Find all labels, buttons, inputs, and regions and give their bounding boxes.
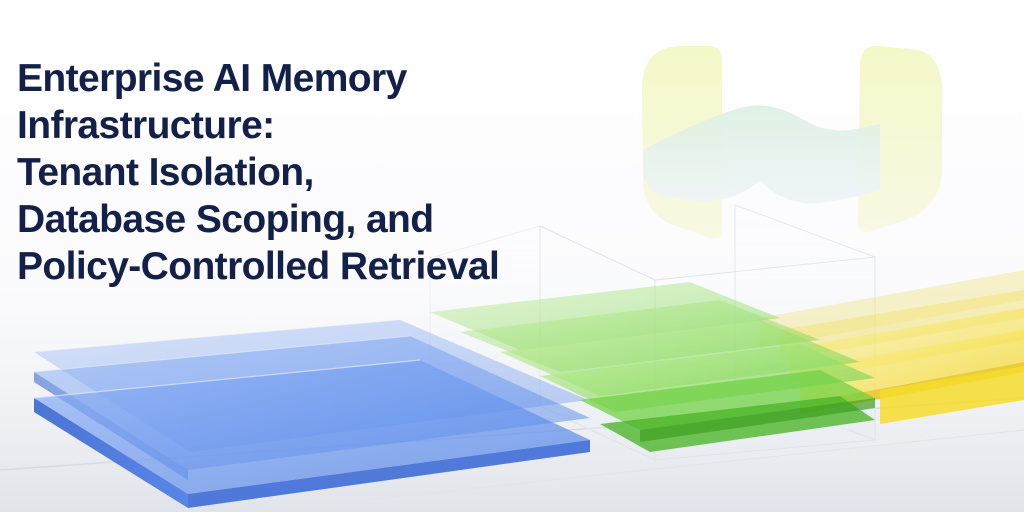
title-line: Tenant Isolation, [17,151,314,194]
yellow-layer-stack [760,270,1024,424]
title-line: Policy-Controlled Retrieval [17,245,500,288]
title-line: Enterprise AI Memory [17,57,407,100]
translucent-w-logo-mark [642,45,942,239]
title-line: Infrastructure: [17,104,275,147]
green-layer-stack [430,282,875,452]
page-title: Enterprise AI Memory Infrastructure: Ten… [17,55,577,290]
blue-layer-stack [33,319,590,508]
title-line: Database Scoping, and [17,198,434,241]
floor-line [249,429,1024,512]
